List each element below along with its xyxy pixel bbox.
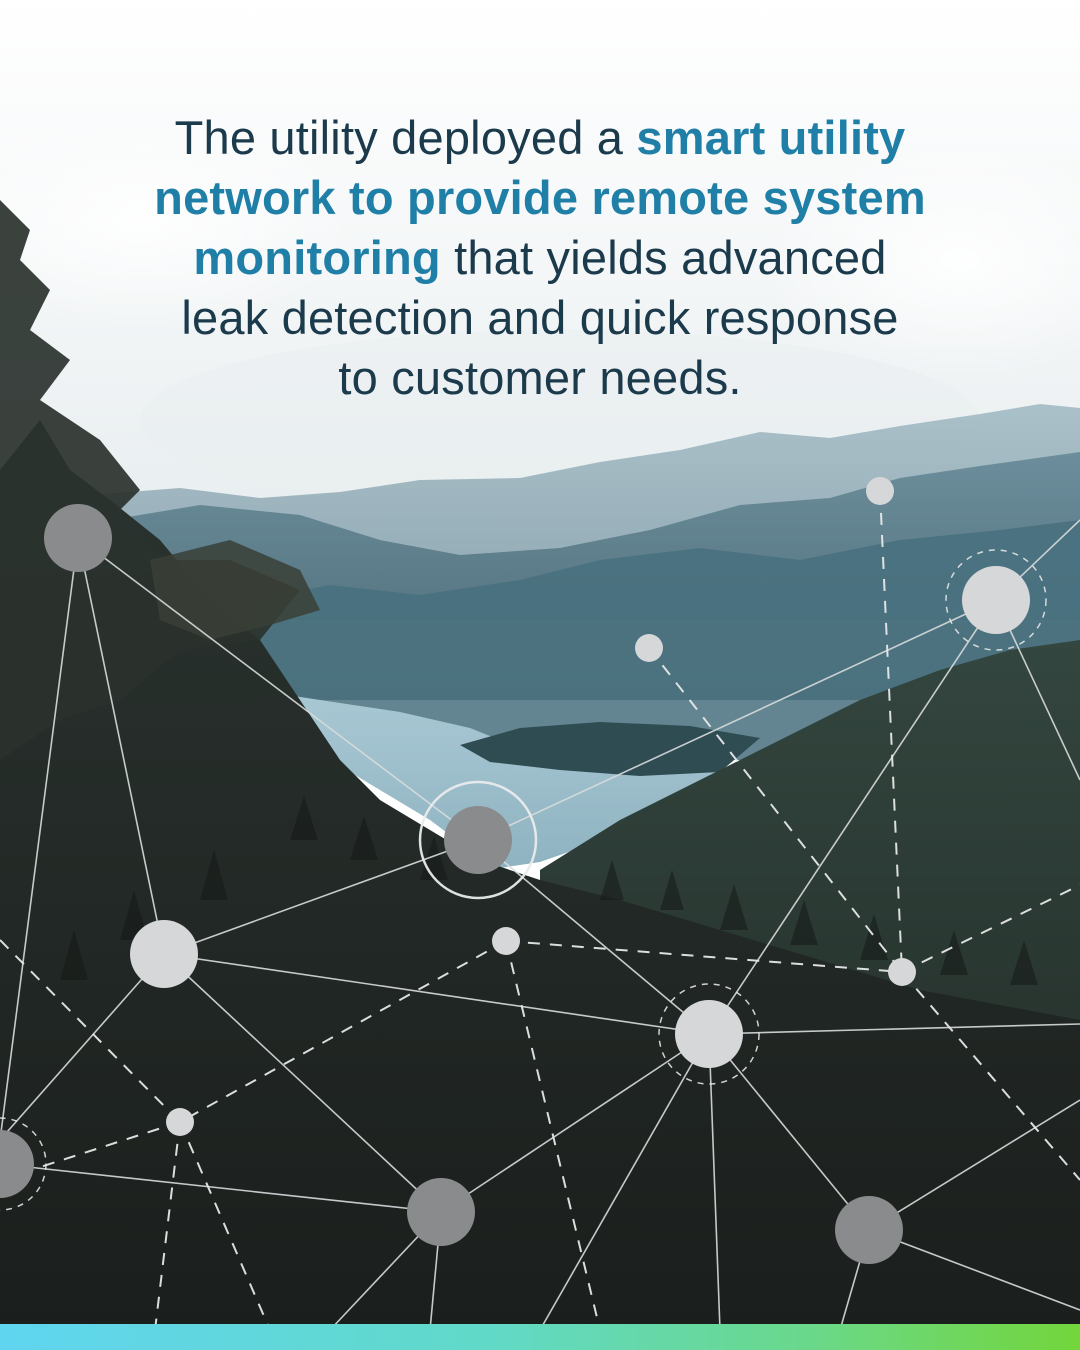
network-node-small (866, 477, 894, 505)
headline-regular: leak detection and quick response (181, 291, 899, 344)
headline-line-5: to customer needs. (110, 348, 970, 408)
headline-emphasis: monitoring (193, 231, 441, 284)
headline-text: The utility deployed a smart utility net… (110, 108, 970, 408)
network-node (675, 1000, 743, 1068)
network-node (962, 566, 1030, 634)
headline-emphasis: network to provide remote system (154, 171, 926, 224)
headline-regular: to customer needs. (338, 351, 742, 404)
network-node-small (166, 1108, 194, 1136)
gradient-accent-bar (0, 1324, 1080, 1350)
headline-line-3: monitoring that yields advanced (110, 228, 970, 288)
network-node (444, 806, 512, 874)
headline-emphasis: smart utility (636, 111, 906, 164)
network-node (835, 1196, 903, 1264)
network-node-small (635, 634, 663, 662)
network-node-small (888, 958, 916, 986)
network-links (0, 519, 1080, 1331)
network-node (44, 504, 112, 572)
headline-regular: The utility deployed a (174, 111, 637, 164)
headline-regular: that yields advanced (440, 231, 887, 284)
network-node-small (492, 927, 520, 955)
headline-line-4: leak detection and quick response (110, 288, 970, 348)
headline-line-2: network to provide remote system (110, 168, 970, 228)
network-node (407, 1178, 475, 1246)
network-node (0, 1130, 34, 1198)
headline-line-1: The utility deployed a smart utility (110, 108, 970, 168)
network-node (130, 920, 198, 988)
network-dashed-links (0, 490, 1080, 1331)
